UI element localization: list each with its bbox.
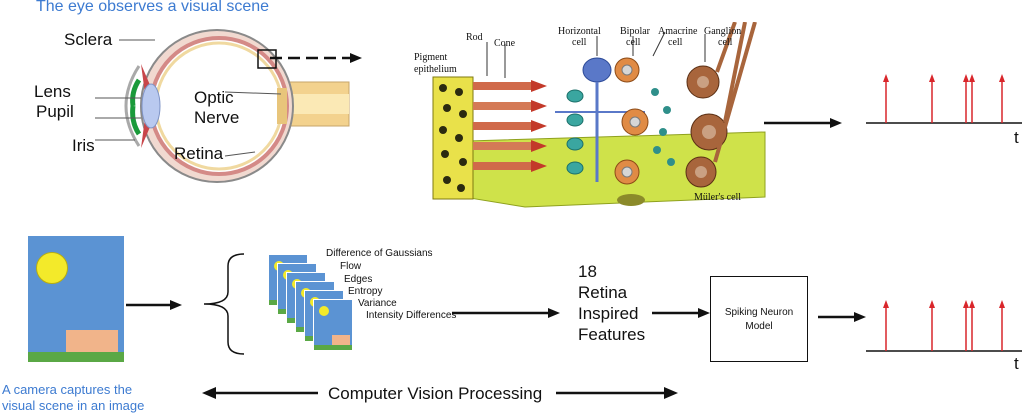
cv-double-arrow: [202, 387, 678, 399]
time-label-top: t: [1014, 128, 1019, 147]
spike-arrowhead: [929, 74, 935, 82]
spiking-neuron-model-box: Spiking Neuron Model: [710, 276, 808, 362]
retina-features-4: Features: [578, 325, 646, 344]
model-label-2: Model: [745, 320, 773, 332]
arrow-features-to-retina: [452, 308, 560, 318]
spike-arrowhead: [969, 74, 975, 82]
spike-train-top: [866, 74, 1022, 124]
time-label-bottom: t: [1014, 354, 1019, 373]
retina-features-1: 18: [578, 262, 597, 281]
label-horizontal-2: cell: [572, 37, 587, 48]
retina-features-3: Inspired: [578, 304, 639, 323]
label-bipolar-1: Bipolar: [620, 26, 650, 37]
feature-label-variance: Variance: [358, 298, 397, 309]
feature-label-entropy: Entropy: [348, 286, 383, 297]
label-optic-1: Optic: [194, 88, 234, 107]
feature-label-dog: Difference of Gaussians: [326, 248, 433, 259]
spike-arrowhead: [999, 300, 1005, 308]
sun-icon: [36, 252, 68, 284]
retina-cells-illustration: [432, 22, 766, 208]
label-sclera: Sclera: [64, 30, 113, 49]
label-pupil: Pupil: [36, 102, 74, 121]
label-rod: Rod: [466, 32, 483, 43]
label-amacrine-1: Amacrine: [658, 26, 698, 37]
spike-arrowhead: [883, 74, 889, 82]
spikes-bottom: [883, 300, 1005, 351]
feature-label-intensity: Intensity Differences: [366, 310, 457, 321]
grass-strip: [28, 352, 124, 362]
camera-caption-1: A camera captures the: [2, 382, 133, 397]
label-retina: Retina: [174, 144, 224, 163]
feature-sun-icon: [319, 306, 329, 316]
spike-train-bottom: [866, 300, 1022, 352]
spikes-top: [883, 74, 1005, 123]
feature-box: [332, 335, 350, 345]
arrow-model-to-spikes: [818, 312, 866, 322]
feature-frame: [313, 299, 353, 351]
arrow-scene-to-features: [126, 300, 182, 310]
spike-arrowhead: [929, 300, 935, 308]
feature-stack: [268, 254, 368, 358]
label-horizontal-1: Horizontal: [558, 26, 601, 37]
arrow-retina-to-model: [652, 308, 710, 318]
label-ganglion-2: cell: [718, 37, 733, 48]
spike-arrowhead: [883, 300, 889, 308]
label-pigment-1: Pigment: [414, 52, 448, 63]
label-bipolar-2: cell: [626, 37, 641, 48]
feature-label-flow: Flow: [340, 261, 362, 272]
label-optic-2: Nerve: [194, 108, 240, 127]
spike-arrowhead: [969, 300, 975, 308]
label-cone: Cone: [494, 38, 516, 49]
zoom-arrow: [270, 53, 362, 63]
spike-arrowhead: [963, 300, 969, 308]
label-amacrine-2: cell: [668, 37, 683, 48]
label-pigment-2: epithelium: [414, 64, 457, 75]
label-muller: Müler's cell: [694, 192, 742, 203]
scene-image: [28, 236, 124, 362]
label-lens: Lens: [34, 82, 71, 101]
eye-diagram: [95, 29, 350, 183]
curly-brace: [203, 253, 245, 355]
feature-grass: [314, 345, 352, 350]
label-ganglion-1: Ganglion: [704, 26, 742, 37]
camera-caption-2: visual scene in an image: [2, 398, 145, 413]
label-iris: Iris: [72, 136, 95, 155]
spike-arrowhead: [963, 74, 969, 82]
retina-features-2: Retina: [578, 283, 628, 302]
cv-processing-label: Computer Vision Processing: [328, 384, 543, 403]
eye-title: The eye observes a visual scene: [36, 0, 270, 15]
spike-arrowhead: [999, 74, 1005, 82]
arrow-retina-to-spikes: [764, 118, 842, 128]
model-label-1: Spiking Neuron: [724, 306, 794, 318]
feature-label-edges: Edges: [344, 274, 373, 285]
